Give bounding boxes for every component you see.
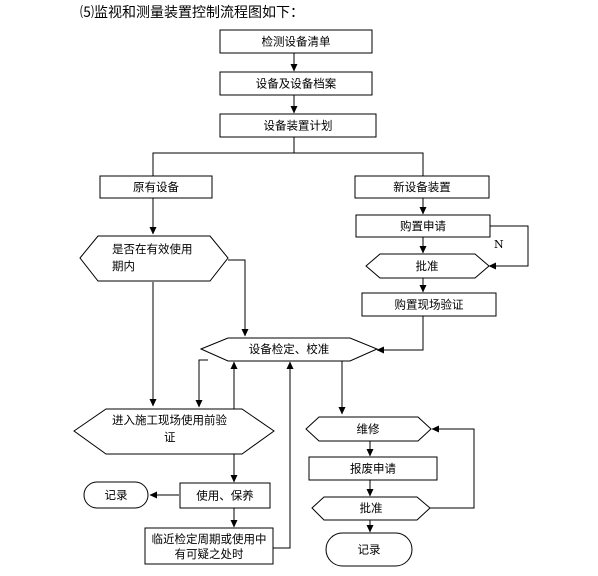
node-repair: 维修 xyxy=(305,416,432,442)
node-new-device: 新设备装置 xyxy=(354,175,490,199)
node-enter-site-label-line1: 进入施工现场使用前验 xyxy=(112,413,227,427)
node-approve-scrap: 批准 xyxy=(311,496,431,521)
node-existing: 原有设备 xyxy=(99,175,213,199)
node-existing-label: 原有设备 xyxy=(133,180,179,194)
node-repair-label: 维修 xyxy=(357,422,380,436)
node-valid-check-label-line2: 期内 xyxy=(112,259,135,273)
node-approve-purchase: 批准 xyxy=(365,253,490,279)
node-record-left: 记录 xyxy=(83,481,149,509)
node-approve-scrap-label: 批准 xyxy=(360,501,383,515)
node-approve-purchase-label: 批准 xyxy=(416,259,439,273)
node-scrap-request-label: 报废申请 xyxy=(350,462,396,476)
node-record-right: 记录 xyxy=(325,532,413,567)
connectors xyxy=(149,53,529,549)
node-use-maintain-label: 使用、保养 xyxy=(196,489,254,503)
node-record-right-label: 记录 xyxy=(358,543,381,557)
node-list-label: 检测设备清单 xyxy=(262,35,331,49)
node-use-maintain: 使用、保养 xyxy=(179,482,271,509)
node-plan-label: 设备装置计划 xyxy=(264,119,333,133)
node-enter-site-label-line2: 证 xyxy=(164,430,176,444)
node-archive: 设备及设备档案 xyxy=(219,71,373,96)
node-purchase-request: 购置申请 xyxy=(355,214,491,238)
node-list: 检测设备清单 xyxy=(219,29,373,54)
node-new-device-label: 新设备装置 xyxy=(393,180,451,194)
node-record-left-label: 记录 xyxy=(105,488,128,502)
node-plan: 设备装置计划 xyxy=(219,113,377,138)
node-calibrate-label: 设备检定、校准 xyxy=(249,342,330,356)
node-onsite-check-label: 购置现场验证 xyxy=(395,298,464,312)
node-due: 临近检定周期或使用中 有可疑之处时 xyxy=(144,527,274,565)
node-due-label-line2: 有可疑之处时 xyxy=(175,547,244,561)
node-enter-site: 进入施工现场使用前验 证 xyxy=(73,408,275,455)
node-valid-check-label-line1: 是否在有效使用 xyxy=(112,242,193,256)
node-purchase-request-label: 购置申请 xyxy=(400,219,446,233)
node-valid-check: 是否在有效使用 期内 xyxy=(79,235,229,282)
label-n: N xyxy=(494,238,504,251)
node-due-label-line1: 临近检定周期或使用中 xyxy=(152,532,267,546)
node-calibrate: 设备检定、校准 xyxy=(199,337,379,362)
page-heading: ⑸监视和测量装置控制流程图如下： xyxy=(80,5,304,21)
node-onsite-check: 购置现场验证 xyxy=(361,292,497,317)
node-scrap-request: 报废申请 xyxy=(308,456,438,481)
node-archive-label: 设备及设备档案 xyxy=(256,77,337,91)
